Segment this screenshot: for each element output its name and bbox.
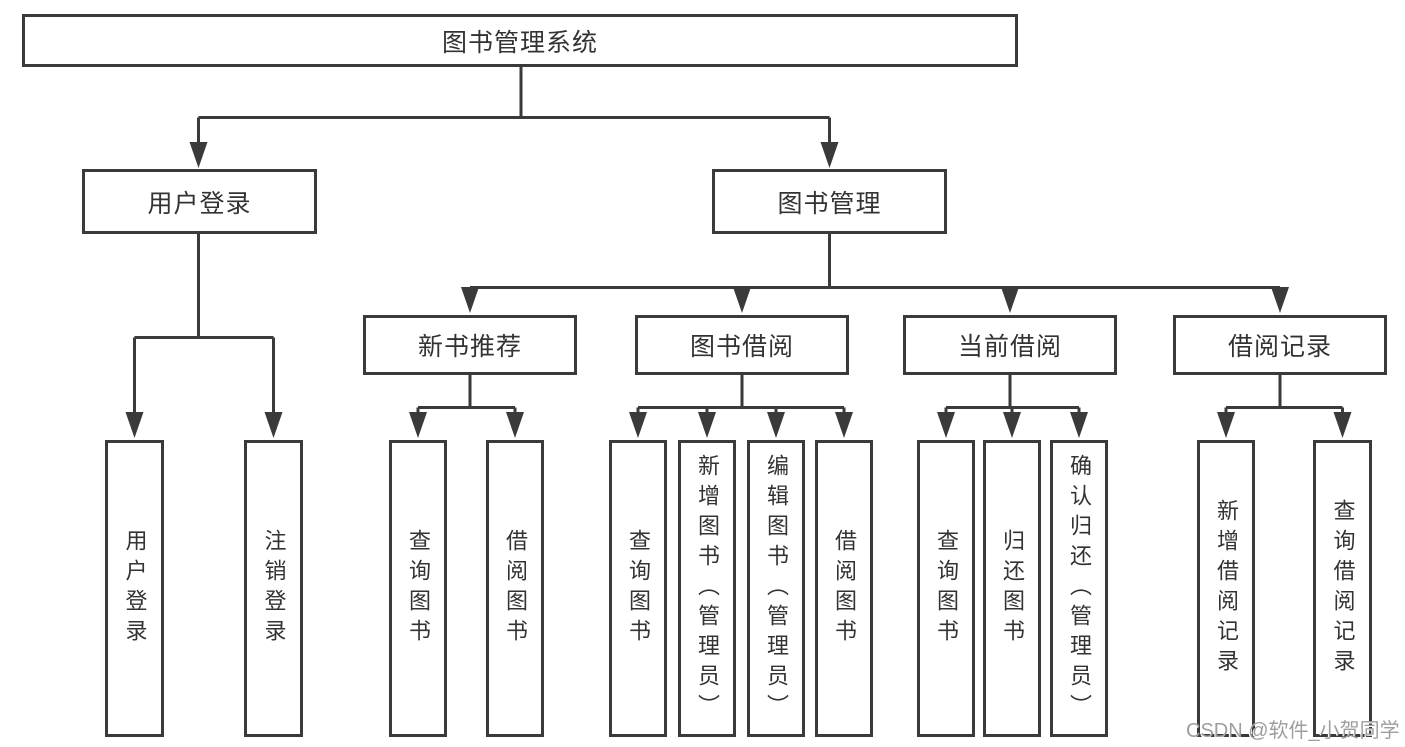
leaf-bb-borrow-books: 借阅图书 [815, 440, 873, 737]
leaf-br-query-record-label: 查询借阅记录 [1330, 498, 1356, 679]
leaf-logout-label: 注销登录 [261, 528, 287, 649]
leaf-nb-query-books-label: 查询图书 [406, 528, 431, 649]
leaf-cb-query-books-label: 查询图书 [934, 528, 959, 649]
leaf-cb-return-books-label: 归还图书 [1000, 528, 1025, 649]
node-root: 图书管理系统 [22, 14, 1018, 67]
leaf-bb-edit-books-admin-label: 编辑图书（管理员） [764, 453, 789, 724]
leaf-bb-query-books-label: 查询图书 [626, 528, 651, 649]
node-new-book-recommend: 新书推荐 [363, 315, 577, 375]
watermark: CSDN @软件_小贺同学 [1186, 720, 1400, 742]
leaf-nb-borrow-books: 借阅图书 [486, 440, 544, 737]
leaf-nb-query-books: 查询图书 [389, 440, 447, 737]
leaf-bb-add-books-admin: 新增图书（管理员） [678, 440, 736, 737]
leaf-cb-return-books: 归还图书 [983, 440, 1041, 737]
leaf-user-login: 用户登录 [105, 440, 164, 737]
leaf-br-query-record: 查询借阅记录 [1313, 440, 1372, 737]
leaf-cb-query-books: 查询图书 [917, 440, 975, 737]
leaf-bb-borrow-books-label: 借阅图书 [832, 528, 857, 649]
leaf-br-add-record: 新增借阅记录 [1197, 440, 1255, 737]
leaf-logout: 注销登录 [244, 440, 303, 737]
node-borrow-records: 借阅记录 [1173, 315, 1387, 375]
leaf-cb-confirm-return-admin: 确认归还（管理员） [1050, 440, 1108, 737]
node-book-borrow: 图书借阅 [635, 315, 849, 375]
leaf-bb-add-books-admin-label: 新增图书（管理员） [695, 453, 720, 724]
leaf-nb-borrow-books-label: 借阅图书 [503, 528, 528, 649]
leaf-br-add-record-label: 新增借阅记录 [1214, 498, 1239, 679]
leaf-bb-query-books: 查询图书 [609, 440, 667, 737]
leaf-user-login-label: 用户登录 [122, 528, 148, 649]
node-user-login: 用户登录 [82, 169, 317, 234]
node-book-management: 图书管理 [712, 169, 947, 234]
node-current-borrow: 当前借阅 [903, 315, 1117, 375]
leaf-bb-edit-books-admin: 编辑图书（管理员） [747, 440, 805, 737]
leaf-cb-confirm-return-admin-label: 确认归还（管理员） [1067, 453, 1092, 724]
